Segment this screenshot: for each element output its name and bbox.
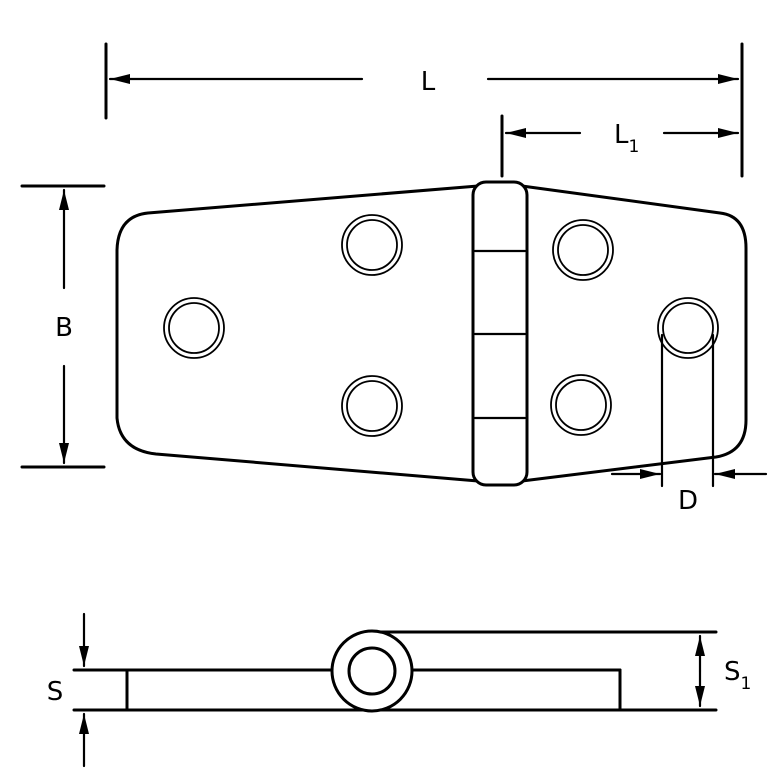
- dimension-L: L: [104, 42, 744, 178]
- hinge-pin: [347, 646, 397, 696]
- label-B: B: [55, 313, 73, 343]
- screw-hole: [163, 297, 225, 359]
- dimension-B: B: [20, 184, 106, 469]
- dimension-L1: L1: [500, 114, 740, 178]
- label-D: D: [678, 486, 698, 516]
- hinge-top-view: [115, 180, 748, 487]
- dimension-D: D: [610, 333, 768, 516]
- label-S1: S1: [724, 657, 751, 694]
- dimension-S: S: [47, 612, 89, 768]
- screw-hole: [550, 374, 612, 436]
- label-S: S: [47, 677, 64, 707]
- dimension-S1: S1: [695, 634, 751, 708]
- screw-hole: [341, 214, 403, 276]
- screw-hole: [552, 219, 614, 281]
- screw-hole: [341, 375, 403, 437]
- hinge-side-view: [72, 629, 718, 713]
- screw-hole: [657, 297, 719, 359]
- label-L: L: [421, 67, 436, 97]
- label-L1: L1: [614, 120, 639, 157]
